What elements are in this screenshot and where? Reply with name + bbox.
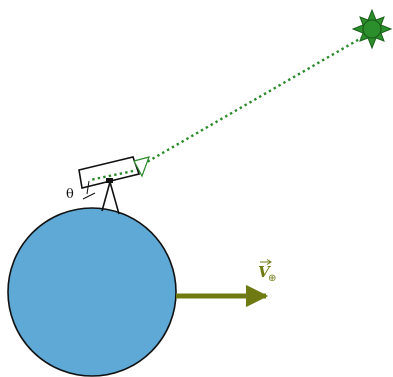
sun-star-icon xyxy=(353,10,391,48)
velocity-subscript: ⊕ xyxy=(268,273,276,284)
earth-circle xyxy=(8,208,176,376)
velocity-label: V ⊕ xyxy=(258,260,276,285)
angle-theta-label: θ xyxy=(66,187,74,202)
